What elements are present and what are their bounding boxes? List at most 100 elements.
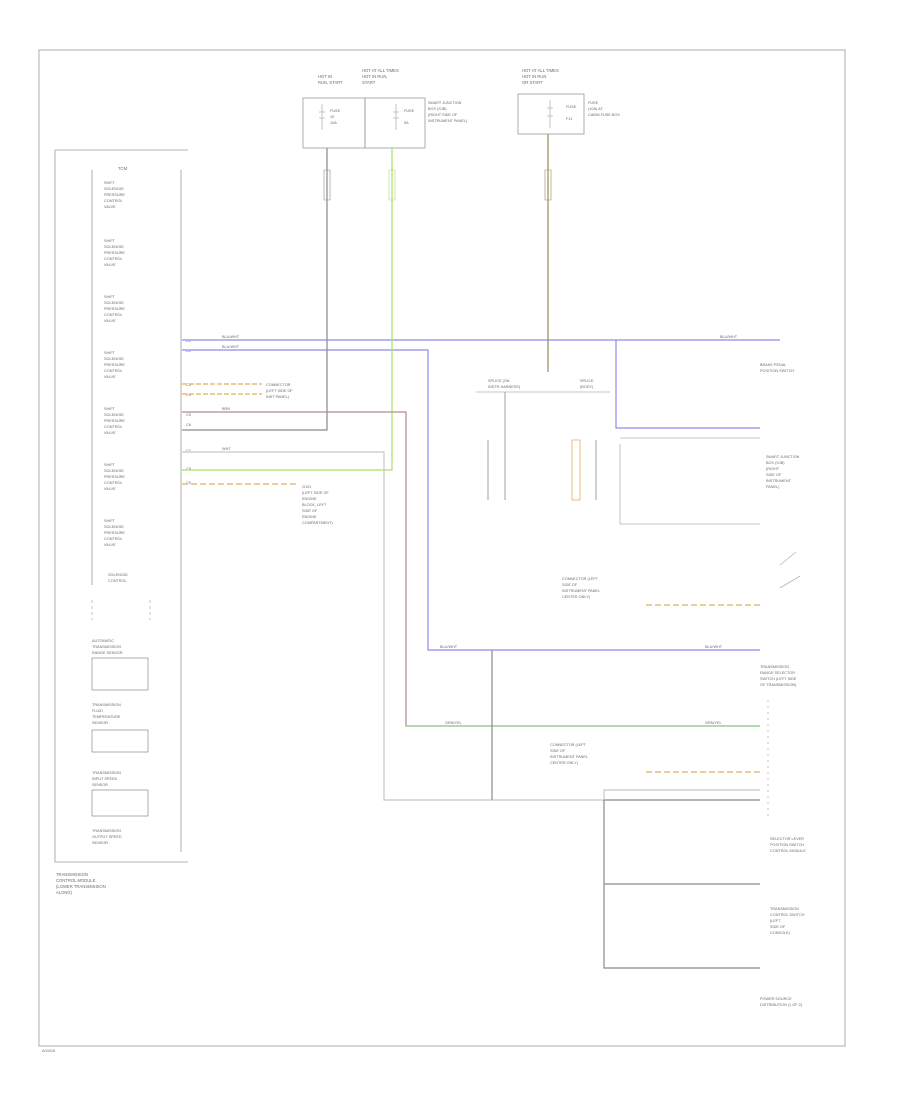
svg-text:(LEFT SIDE OF: (LEFT SIDE OF: [266, 389, 293, 393]
svg-text:SELECTOR LEVER: SELECTOR LEVER: [770, 837, 804, 841]
svg-text:OUTPUT SPEED: OUTPUT SPEED: [92, 835, 122, 839]
wire-blue-2-label-b: BLU/WHT: [440, 645, 458, 649]
svg-text:TRANSMISSION: TRANSMISSION: [760, 665, 789, 669]
splice-right-top: SPLICE (BODY): [580, 379, 594, 389]
tcm-solenoid-4: SHIFT SOLENOID PRESSURE CONTROL VALVE: [104, 351, 125, 379]
smart-junction-label: SMART JUNCTION BOX (SJB) (RIGHT SIDE OF …: [766, 455, 800, 489]
wire-blue-2-label: BLU/WHT: [222, 345, 240, 349]
trans-output-speed-sensor: TRANSMISSION OUTPUT SPEED SENSOR: [92, 829, 122, 845]
svg-text:VALVE: VALVE: [104, 431, 116, 435]
tcm-pin-labels: C1 C2 C3 C4 C5 C6 C7 C8 C9: [186, 339, 191, 485]
svg-text:C8: C8: [186, 467, 191, 471]
wire-gray-lower: [383, 468, 760, 801]
svg-text:TRANSMISSION: TRANSMISSION: [92, 645, 121, 649]
switch-symbol: [779, 551, 801, 589]
svg-text:CONTROL: CONTROL: [104, 313, 123, 317]
lower-connector-label: CONNECTOR (LEFT SIDE OF INSTRUMENT PANEL…: [550, 743, 588, 765]
fuse-mid-desc-4: INSTRUMENT PANEL): [428, 119, 468, 123]
svg-text:SMART JUNCTION: SMART JUNCTION: [766, 455, 800, 459]
svg-text:BOX (SJB): BOX (SJB): [766, 461, 785, 465]
trans-range-switch-label: TRANSMISSION RANGE SELECTOR SWITCH (LEFT…: [760, 665, 797, 687]
svg-text:SENSOR: SENSOR: [92, 841, 108, 845]
tcm-footer-4: ALONG): [56, 890, 73, 895]
wire-brown: [182, 411, 760, 727]
svg-text:SOLENOID: SOLENOID: [104, 413, 124, 417]
fuse-mid-fuse-1: FUSE: [404, 109, 415, 113]
svg-text:TRANSMISSION: TRANSMISSION: [92, 703, 121, 707]
svg-text:VALVE: VALVE: [104, 487, 116, 491]
fuse-mid-title-2: HOT IN RUN,: [362, 74, 388, 79]
svg-text:C1: C1: [186, 339, 191, 343]
svg-text:SPLICE (ON: SPLICE (ON: [488, 379, 510, 383]
svg-text:SIDE OF: SIDE OF: [562, 583, 578, 587]
tcm-solenoid-2: SHIFT SOLENOID PRESSURE CONTROL VALVE: [104, 239, 125, 267]
wire-gray-fuse-left: [182, 148, 328, 431]
selector-lever-label: SELECTOR LEVER POSITION SWITCH CONTROL M…: [770, 837, 806, 853]
tcm-module: TCM SHIFT SOLENOID PRESSURE CONTROL VALV…: [54, 149, 188, 895]
wire-gray-right-bus: [603, 799, 760, 969]
svg-text:SHIFT: SHIFT: [104, 239, 116, 243]
svg-text:TRANSMISSION: TRANSMISSION: [92, 829, 121, 833]
svg-text:PRESSURE: PRESSURE: [104, 531, 125, 535]
svg-text:SIDE OF: SIDE OF: [302, 509, 318, 513]
svg-text:VALVE: VALVE: [104, 205, 116, 209]
brake-switch-label: BRAKE PEDAL POSITION SWITCH: [760, 363, 794, 373]
svg-text:INSTRUMENT PANEL: INSTRUMENT PANEL: [550, 755, 588, 759]
svg-text:CONTROL SWITCH: CONTROL SWITCH: [770, 913, 805, 917]
fuse-mid-title-1: HOT AT ALL TIMES: [362, 68, 399, 73]
wire-grn-label-right: GRN/YEL: [705, 721, 722, 725]
svg-text:PRESSURE: PRESSURE: [104, 363, 125, 367]
svg-text:CONNECTOR: CONNECTOR: [266, 383, 291, 387]
svg-text:POSITION SWITCH: POSITION SWITCH: [760, 369, 794, 373]
svg-text:SENSOR: SENSOR: [92, 783, 108, 787]
svg-text:BLOCK, LEFT: BLOCK, LEFT: [302, 503, 327, 507]
ground-label: G101 (LEFT SIDE OF ENGINE BLOCK, LEFT SI…: [302, 485, 333, 525]
svg-text:CONTROL: CONTROL: [108, 579, 127, 583]
svg-text:SOLENOID: SOLENOID: [104, 187, 124, 191]
svg-text:AUTOMATIC: AUTOMATIC: [92, 639, 114, 643]
svg-text:CONNECTOR (LEFT: CONNECTOR (LEFT: [550, 743, 587, 747]
svg-text:OF TRANSMISSION): OF TRANSMISSION): [760, 683, 797, 687]
svg-text:SHIFT: SHIFT: [104, 407, 116, 411]
tcm-header: TCM: [118, 166, 128, 171]
svg-text:DISTRIBUTION (1 OF 2): DISTRIBUTION (1 OF 2): [760, 1003, 803, 1007]
tcm-footer-1: TRANSMISSION: [56, 872, 88, 877]
fuse-mid-desc-2: BOX (SJB): [428, 107, 447, 111]
svg-text:C7: C7: [186, 449, 191, 453]
fuse-mid-desc-3: (RIGHT SIDE OF: [428, 113, 458, 117]
svg-text:SOLENOID: SOLENOID: [108, 573, 128, 577]
transmission-bottom-label: TRANSMISSION CONTROL SWITCH (LEFT SIDE O…: [770, 907, 805, 935]
svg-text:CONTROL: CONTROL: [104, 537, 123, 541]
fuse-right-desc-2: (10A) AT: [588, 107, 603, 111]
fuse-left-fuse-2: 10: [330, 115, 334, 119]
svg-text:PANEL): PANEL): [766, 485, 780, 489]
svg-text:INSTRUMENT: INSTRUMENT: [766, 479, 792, 483]
wire-white-ground: [182, 451, 385, 468]
fuse-right-title-2: HOT IN RUN: [522, 74, 546, 79]
svg-text:C3: C3: [186, 383, 191, 387]
svg-text:SOLENOID: SOLENOID: [104, 525, 124, 529]
trans-range-sensor: AUTOMATIC TRANSMISSION RANGE SENSOR: [91, 639, 149, 691]
connector-left-label: CONNECTOR (LEFT SIDE OF INST PANEL): [266, 383, 293, 399]
svg-text:POWER SOURCE: POWER SOURCE: [760, 997, 792, 1001]
middle-connector-label: CONNECTOR (LEFT SIDE OF INSTRUMENT PANEL…: [562, 577, 600, 599]
wire-wht-label: WHT: [222, 447, 231, 451]
tcm-solenoid-1: SHIFT SOLENOID PRESSURE CONTROL VALVE: [104, 181, 125, 209]
svg-text:PRESSURE: PRESSURE: [104, 193, 125, 197]
page-id: A00015: [42, 1049, 55, 1053]
fuse-right-desc-3: CABIN FUSE BOX: [588, 113, 620, 117]
wire-blue-lower: [182, 349, 760, 651]
wire-blue-top-label: BLU/WHT: [222, 335, 240, 339]
tcm-solenoid-5: SHIFT SOLENOID PRESSURE CONTROL VALVE: [104, 407, 125, 435]
svg-text:SHIFT: SHIFT: [104, 351, 116, 355]
svg-text:INSTRUMENT PANEL: INSTRUMENT PANEL: [562, 589, 600, 593]
svg-text:CONTROL: CONTROL: [104, 257, 123, 261]
svg-text:SIDE OF: SIDE OF: [770, 925, 786, 929]
wire-blue-branch: [615, 340, 760, 429]
wire-green-yellow: [182, 148, 393, 471]
svg-text:RANGE SENSOR: RANGE SENSOR: [92, 651, 123, 655]
svg-text:SHIFT: SHIFT: [104, 181, 116, 185]
fuse-left-fuse-1: FUSE: [330, 109, 341, 113]
svg-text:(LEFT SIDE OF: (LEFT SIDE OF: [302, 491, 329, 495]
diagram-frame: [38, 49, 846, 1047]
